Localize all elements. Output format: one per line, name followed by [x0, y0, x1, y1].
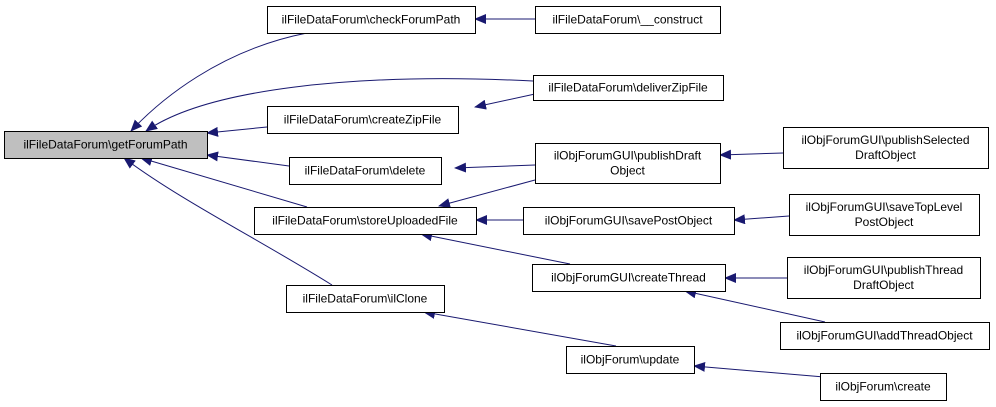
edges-layer [123, 14, 837, 379]
node-delete[interactable]: ilFileDataForum\delete [289, 157, 442, 185]
node-box [289, 157, 442, 185]
node-label: ilFileDataForum\deliverZipFile [548, 81, 708, 95]
node-label: Object [610, 164, 645, 178]
edge-deliverZipFile-to-createZipFile [474, 93, 536, 110]
edge-publishDraftObject-to-storeUploadedFile [438, 179, 536, 208]
node-label: ilObjForumGUI\addThreadObject [796, 329, 973, 343]
node-label: DraftObject [855, 148, 916, 162]
edge-update-to-ilClone [423, 308, 617, 347]
edge-delete-to-getForumPath [206, 151, 290, 167]
node-label: ilFileDataForum\checkForumPath [282, 13, 461, 27]
edge-createThread-to-storeUploadedFile [420, 231, 571, 265]
node-createZipFile[interactable]: ilFileDataForum\createZipFile [267, 106, 459, 134]
edge-createZipFile-to-getForumPath [206, 126, 268, 137]
node-label: ilObjForumGUI\publishThread [804, 263, 963, 277]
node-savePostObject[interactable]: ilObjForumGUI\savePostObject [523, 207, 735, 235]
node-label: ilObjForumGUI\publishDraft [554, 149, 702, 163]
node-box [254, 207, 477, 235]
node-create[interactable]: ilObjForum\create [820, 373, 947, 401]
node-box [820, 373, 947, 401]
edge-saveTopLevelPostObject-to-savePostObject [733, 214, 790, 225]
node-label: ilObjForum\create [835, 380, 931, 394]
node-box [783, 127, 989, 169]
node-box [523, 207, 735, 235]
edge-addThreadObject-to-createThread [684, 288, 826, 323]
node-box [4, 131, 208, 159]
node-box [286, 285, 445, 313]
edge-publishDraftObject-to-delete [454, 162, 536, 173]
node-construct[interactable]: ilFileDataForum\__construct [535, 6, 721, 34]
edge-publishSelectedDraftObject-to-publishDraftObject [719, 149, 784, 160]
node-storeUploadedFile[interactable]: ilFileDataForum\storeUploadedFile [254, 207, 477, 235]
node-label: ilFileDataForum\ilClone [303, 292, 428, 306]
node-checkForumPath[interactable]: ilFileDataForum\checkForumPath [267, 6, 476, 34]
edge-storeUploadedFile-to-getForumPath [140, 156, 308, 208]
node-label: ilFileDataForum\delete [305, 164, 426, 178]
node-label: ilFileDataForum\storeUploadedFile [272, 214, 458, 228]
node-ilClone[interactable]: ilFileDataForum\ilClone [286, 285, 445, 313]
node-label: ilObjForum\update [581, 353, 680, 367]
node-label: ilFileDataForum\createZipFile [284, 113, 442, 127]
node-box [532, 264, 726, 292]
node-label: ilFileDataForum\__construct [552, 13, 703, 27]
node-label: PostObject [855, 215, 914, 229]
node-getForumPath[interactable]: ilFileDataForum\getForumPath [4, 131, 208, 159]
node-box [533, 75, 724, 101]
node-box [566, 346, 695, 374]
node-deliverZipFile[interactable]: ilFileDataForum\deliverZipFile [533, 75, 724, 101]
nodes-layer: ilFileDataForum\getForumPath ilFileDataFo… [4, 6, 990, 401]
edge-ilClone-to-getForumPath [123, 157, 333, 286]
edge-deliverZipFile-to-getForumPath [145, 78, 534, 132]
node-label: ilObjForumGUI\publishSelected [801, 133, 969, 147]
edge-checkForumPath-to-getForumPath [130, 32, 308, 132]
node-addThreadObject[interactable]: ilObjForumGUI\addThreadObject [780, 322, 990, 350]
node-createThread[interactable]: ilObjForumGUI\createThread [532, 264, 726, 292]
node-box [787, 257, 981, 299]
node-label: ilFileDataForum\getForumPath [23, 138, 187, 152]
node-box [535, 6, 721, 34]
edge-create-to-update [693, 361, 837, 379]
node-update[interactable]: ilObjForum\update [566, 346, 695, 374]
node-label: ilObjForumGUI\createThread [551, 271, 706, 285]
node-label: DraftObject [853, 278, 914, 292]
node-label: ilObjForumGUI\savePostObject [545, 214, 713, 228]
node-box [780, 322, 990, 350]
node-label: ilObjForumGUI\saveTopLevel [806, 200, 963, 214]
node-box [535, 143, 721, 184]
node-box [789, 194, 980, 236]
node-box [267, 106, 459, 134]
node-box [267, 6, 476, 34]
